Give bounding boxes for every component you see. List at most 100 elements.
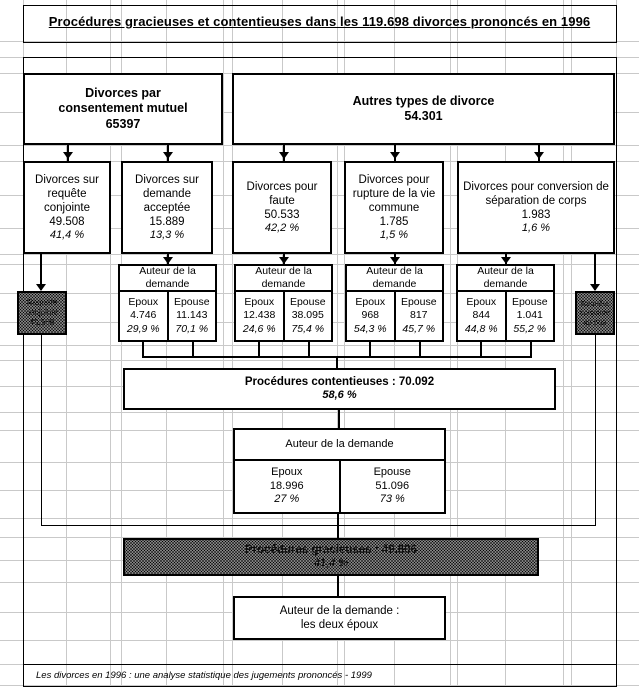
auteur-rupture-epoux: Epoux 968 54,3 % — [345, 292, 396, 342]
node-auteur-les-deux-epoux: Auteur de la demande : les deux époux — [233, 596, 446, 640]
auteur-contentieuses-epoux: Epoux 18.996 27 % — [233, 461, 341, 514]
node-mutuel-line1: Divorces par — [85, 86, 161, 101]
auteur-acceptee-epoux-value: 4.746 — [130, 309, 157, 322]
gracieuses-auteur-line1: Auteur de la demande : — [279, 604, 400, 617]
node-divorces-conversion-separation-corps: Divorces pour conversion de séparation d… — [457, 161, 615, 254]
auteur-contentieuses: Auteur de la demande Epoux 18.996 27 % E… — [233, 428, 446, 514]
drop-rupture-epoux — [369, 342, 371, 356]
cat3-value: 1.785 — [379, 215, 409, 228]
drop-conversion-epouse — [530, 342, 532, 356]
cat3-line1: Divorces pour — [358, 173, 430, 186]
bus-drop-to-contentieuses — [336, 356, 338, 369]
cat0-value: 49.508 — [49, 215, 85, 228]
arrow-conversion-to-auteur — [501, 257, 511, 264]
arrow-rupture-to-auteur — [390, 257, 400, 264]
auteur-contentieuses-epoux-value: 18.996 — [269, 479, 304, 492]
cat1-pct: 13,3 % — [149, 228, 185, 241]
auteur-acceptee-epouse-pct: 70,1 % — [175, 322, 209, 335]
gracieuses-label: Procédures gracieuses : 49.606 — [245, 544, 417, 557]
auteur-rupture-epouse-label: Epouse — [400, 296, 437, 309]
route-left-across — [41, 525, 338, 526]
node-divorces-demande-acceptee: Divorces sur demande acceptée 15.889 13,… — [121, 161, 213, 254]
connector-contentieuses-to-auteur — [338, 410, 340, 428]
contentieuses-label: Procédures contentieuses : 70.092 — [244, 376, 435, 389]
auteur-conversion-epouse-pct: 55,2 % — [513, 322, 547, 335]
auteur-conversion-epouse-label: Epouse — [511, 296, 548, 309]
auteur-rupture-epoux-value: 968 — [361, 309, 380, 322]
auteur-contentieuses-epoux-pct: 27 % — [274, 493, 300, 506]
cat2-line1: Divorces pour — [246, 180, 318, 193]
auteur-faute-epoux-value: 12.438 — [243, 309, 276, 322]
cat1-line3: acceptée — [143, 201, 191, 214]
auteur-conversion: Auteur de la demande Epoux 844 44,8 % Ep… — [456, 264, 555, 342]
node-divorces-pour-faute: Divorces pour faute 50.533 42,2 % — [232, 161, 332, 254]
auteur-acceptee-header: Auteur de la demande — [118, 264, 217, 292]
gracieuses-pct: 41,4 % — [313, 557, 349, 570]
cat0-line2: requête conjointe — [43, 187, 91, 214]
arrow-conversion-to-hatch-right — [590, 284, 600, 291]
hatch-right-line1: Requête — [580, 299, 610, 309]
arrow-mutuel-to-acceptee — [163, 152, 173, 159]
arrow-autres-to-conversion — [534, 152, 544, 159]
auteur-acceptee-epouse: Epouse 11.143 70,1 % — [168, 292, 217, 342]
footer: Les divorces en 1996 : une analyse stati… — [24, 665, 615, 685]
auteur-contentieuses-header: Auteur de la demande — [233, 428, 446, 461]
auteur-rupture-epouse-value: 817 — [409, 309, 428, 322]
auteur-faute-epoux-pct: 24,6 % — [242, 322, 276, 335]
auteur-rupture-header-text: Auteur de la demande — [366, 265, 423, 290]
auteur-acceptee-epoux-label: Epoux — [128, 296, 159, 309]
node-divorces-rupture-vie-commune: Divorces pour rupture de la vie commune … — [344, 161, 444, 254]
cat1-value: 15.889 — [149, 215, 185, 228]
auteur-rupture-epoux-label: Epoux — [355, 296, 386, 309]
drop-acceptee-epouse — [192, 342, 194, 356]
contentieuses-pct: 58,6 % — [322, 389, 357, 402]
node-procedures-gracieuses: Procédures gracieuses : 49.606 41,4 % — [123, 538, 539, 576]
drop-faute-epoux — [258, 342, 260, 356]
arrow-requete-to-hatch-left — [36, 284, 46, 291]
auteur-demande-acceptee: Auteur de la demande Epoux 4.746 29,9 % … — [118, 264, 217, 342]
node-autres-line1: Autres types de divorce — [352, 93, 495, 108]
auteur-faute-epoux: Epoux 12.438 24,6 % — [234, 292, 285, 342]
node-mutuel-line2: consentement mutuel — [58, 101, 188, 116]
route-right-across — [338, 525, 595, 526]
auteur-contentieuses-epouse-pct: 73 % — [379, 493, 405, 506]
auteur-acceptee-epouse-label: Epouse — [173, 296, 210, 309]
auteur-contentieuses-epouse-value: 51.096 — [375, 479, 410, 492]
hatch-left-line2: conjointe — [25, 308, 59, 318]
page-title: Procédures gracieuses et contentieuses d… — [24, 5, 615, 38]
arrow-autres-to-rupture — [390, 152, 400, 159]
footer-text: Les divorces en 1996 : une analyse stati… — [36, 669, 372, 681]
node-divorces-requete-conjointe: Divorces sur requête conjointe 49.508 41… — [23, 161, 111, 254]
cat2-pct: 42,2 % — [264, 221, 300, 234]
cat4-pct: 1,6 % — [521, 221, 551, 234]
hatch-left-value: 49.508 — [29, 317, 55, 327]
gracieuses-auteur-line2: les deux époux — [300, 619, 379, 631]
auteur-rupture: Auteur de la demande Epoux 968 54,3 % Ep… — [345, 264, 444, 342]
node-divorces-consentement-mutuel: Divorces par consentement mutuel 65397 — [23, 73, 223, 145]
auteur-contentieuses-epoux-label: Epoux — [271, 465, 303, 478]
cat4-value: 1.983 — [521, 208, 551, 221]
node-autres-value: 54.301 — [404, 109, 443, 123]
cat3-line2: rupture de la vie — [352, 187, 436, 200]
cat0-line1: Divorces sur — [35, 173, 99, 186]
auteur-rupture-epouse: Epouse 817 45,7 % — [395, 292, 444, 342]
auteur-contentieuses-epouse-label: Epouse — [373, 465, 411, 478]
cat1-line2: demande — [143, 187, 191, 200]
node-requete-conjointe-gracieuse-right: Requête conjointe 49.508 — [575, 291, 615, 335]
arrow-autres-to-faute — [279, 152, 289, 159]
node-procedures-contentieuses: Procédures contentieuses : 70.092 58,6 % — [123, 368, 556, 410]
route-right-down — [595, 335, 596, 526]
auteur-conversion-epouse-value: 1.041 — [516, 309, 543, 322]
hatch-right-value: 49.508 — [583, 317, 607, 327]
cat4-line2: séparation de corps — [485, 194, 587, 207]
arrow-acceptee-to-auteur — [163, 257, 173, 264]
cat3-pct: 1,5 % — [379, 228, 409, 241]
auteur-acceptee-header-text: Auteur de la demande — [139, 265, 196, 290]
node-mutuel-value: 65397 — [105, 116, 141, 131]
drop-conversion-epoux — [480, 342, 482, 356]
node-autres-types-divorce: Autres types de divorce 54.301 — [232, 73, 615, 145]
cat4-line1: Divorces pour conversion de — [463, 180, 609, 193]
auteur-contentieuses-header-text: Auteur de la demande — [285, 437, 394, 450]
auteur-faute-header-text: Auteur de la demande — [255, 265, 312, 290]
auteur-conversion-header-text: Auteur de la demande — [477, 265, 534, 290]
